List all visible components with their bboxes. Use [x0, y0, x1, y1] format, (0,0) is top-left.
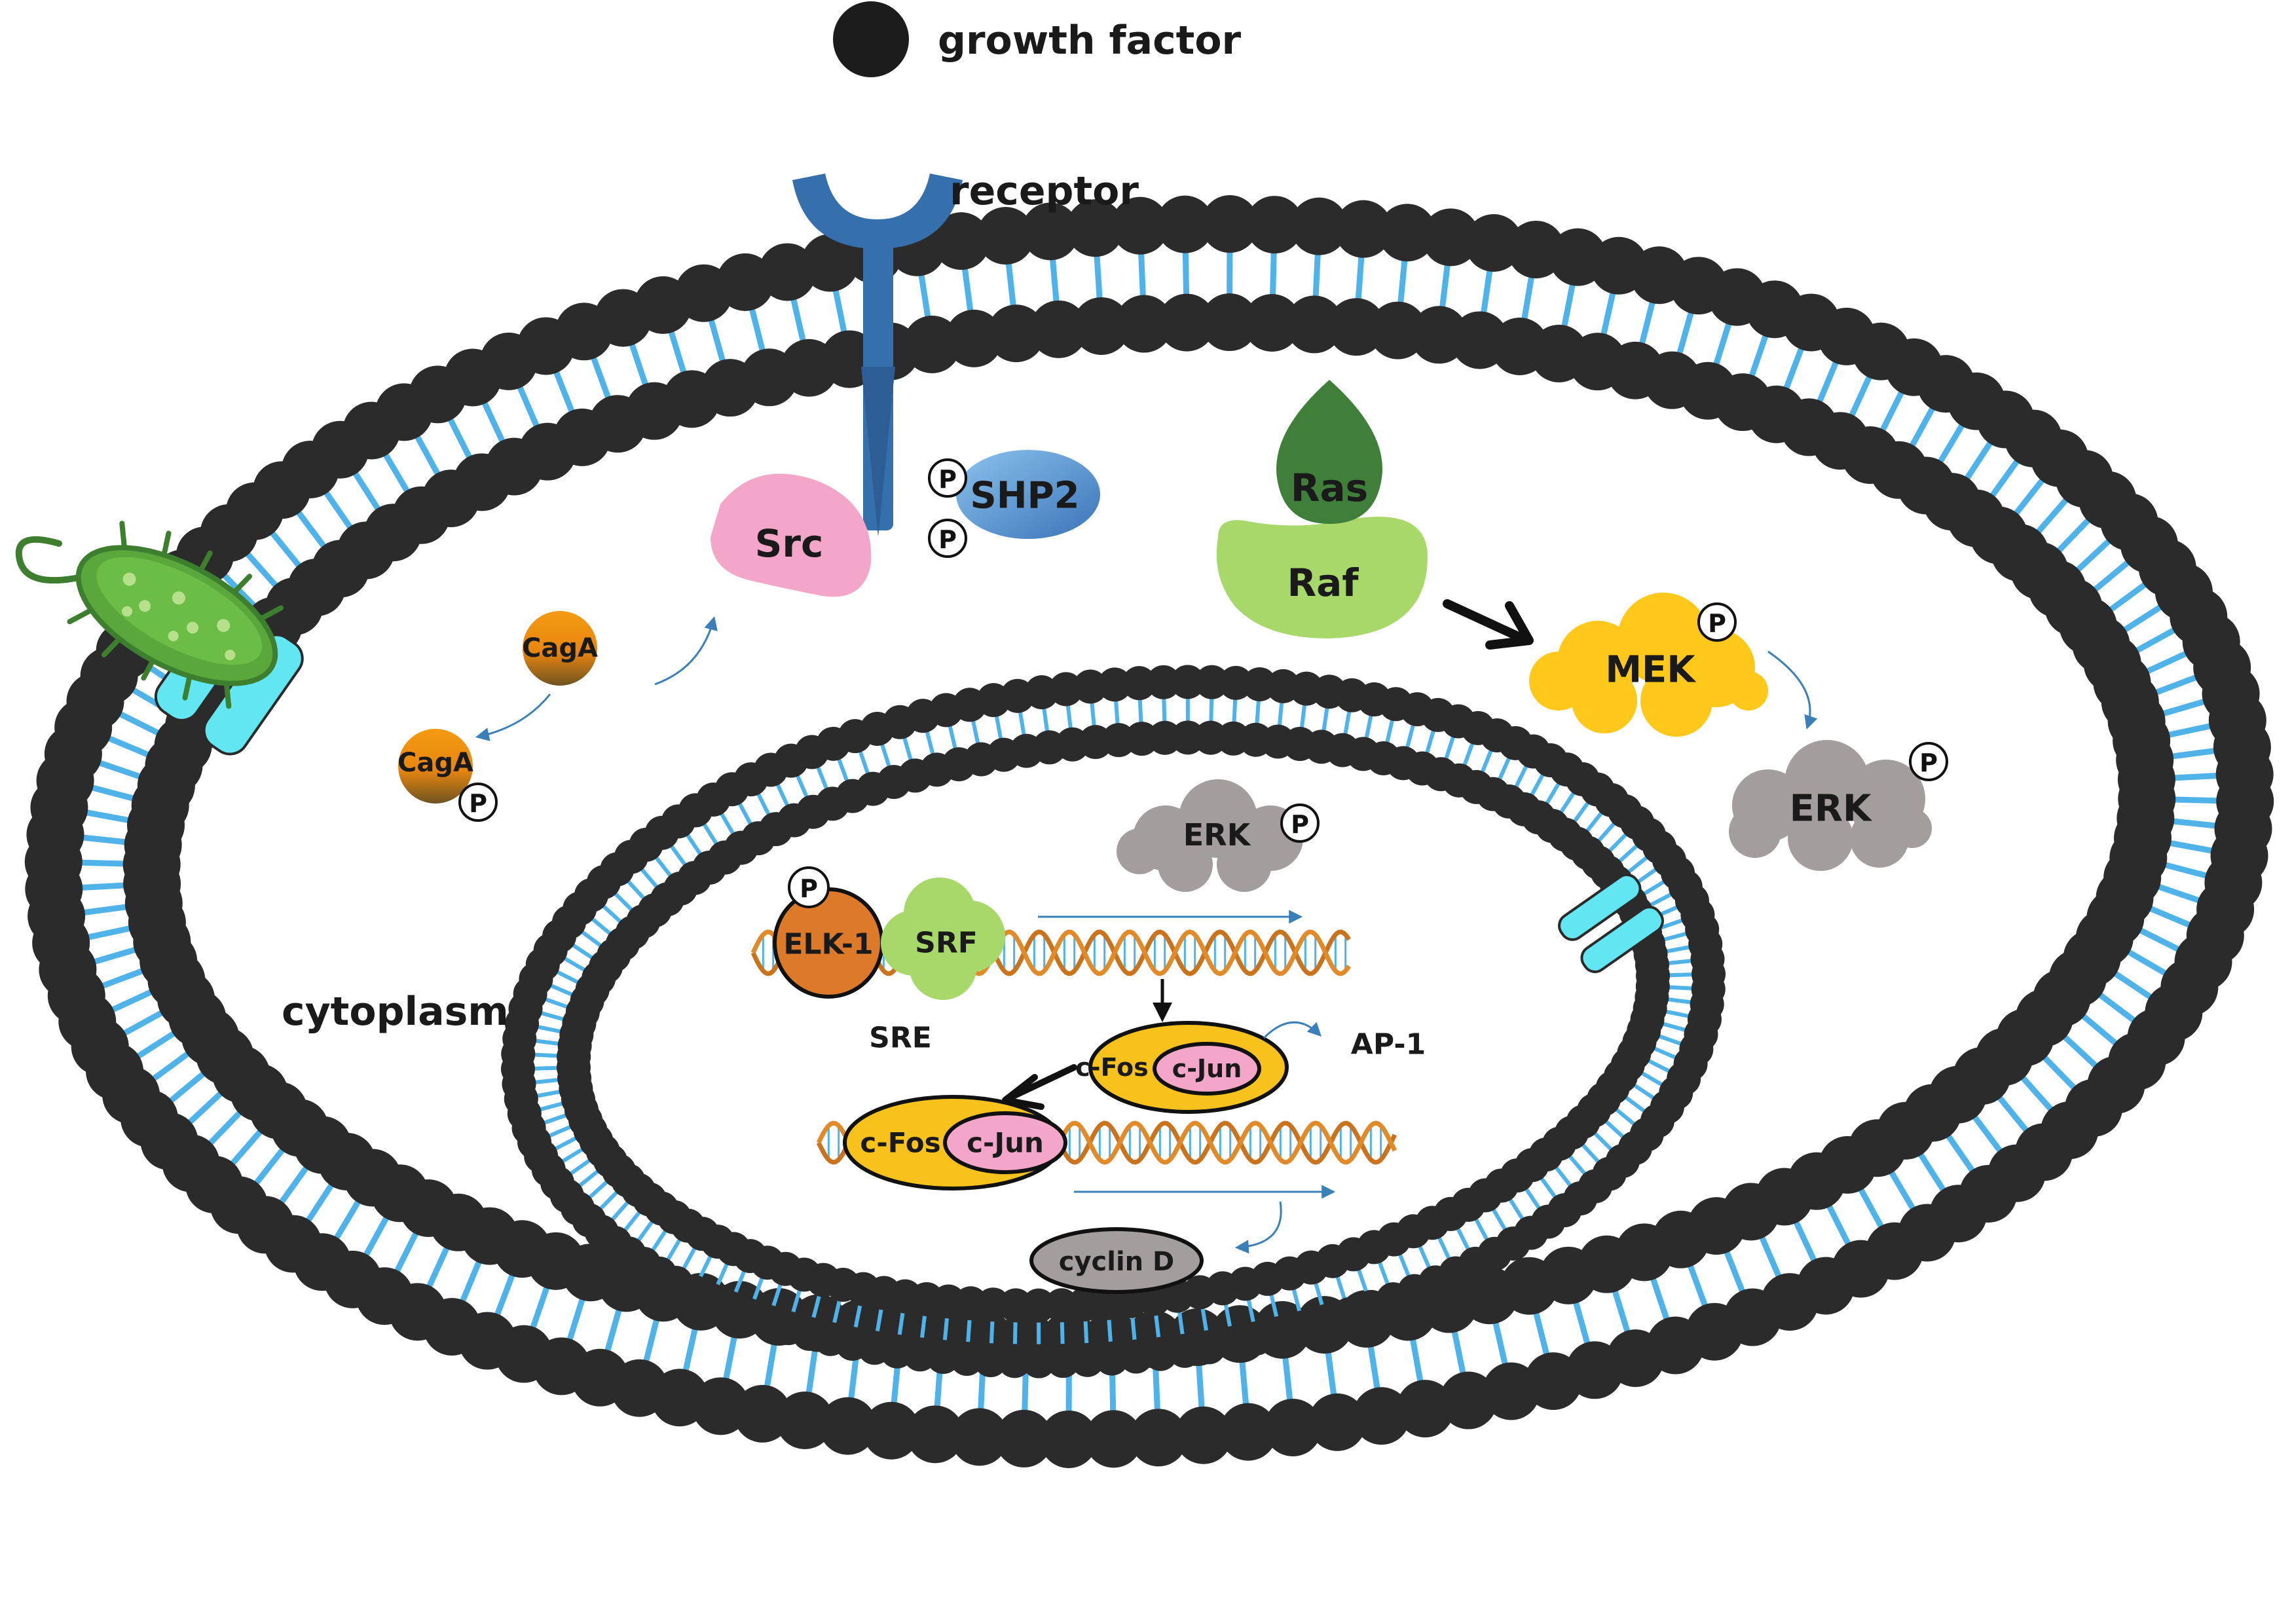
ap1-label: AP-1: [1351, 1028, 1426, 1061]
elk1-label: ELK-1: [783, 928, 873, 961]
growth-factor-dot: [833, 1, 909, 77]
cjun-upper-label: c-Jun: [1172, 1054, 1242, 1083]
svg-text:P: P: [469, 789, 487, 818]
raf-label: Raf: [1287, 561, 1359, 605]
svg-text:P: P: [800, 874, 818, 903]
phospho-marker: P: [1699, 604, 1735, 640]
svg-text:P: P: [1708, 609, 1726, 638]
cytoplasm-label: cytoplasm: [282, 989, 509, 1035]
phospho-marker: P: [929, 520, 966, 557]
ap1-binding-arrow: [1012, 1067, 1074, 1097]
caga-to-src-arrow: [655, 619, 714, 684]
phospho-marker: P: [1282, 805, 1318, 841]
svg-text:P: P: [1919, 748, 1938, 777]
sre-label: SRE: [869, 1022, 932, 1055]
cyclin-d-arrow: [1238, 1202, 1281, 1247]
phospho-marker: P: [929, 460, 966, 496]
svg-text:P: P: [1291, 810, 1309, 839]
lipid-head: [2116, 731, 2173, 789]
svg-text:P: P: [938, 525, 957, 554]
growth-factor-label: growth factor: [938, 18, 1242, 64]
cfos-upper-label: c-Fos: [1075, 1053, 1148, 1082]
ras-label: Ras: [1291, 466, 1368, 510]
phospho-marker: P: [789, 868, 828, 907]
mek-to-erk-arrow: [1768, 652, 1810, 727]
erk-cytoplasm-label: ERK: [1790, 788, 1873, 830]
erk-nucleus-label: ERK: [1183, 817, 1252, 853]
mek-label: MEK: [1605, 649, 1697, 692]
srf-label: SRF: [915, 927, 978, 960]
lipid-head: [1688, 927, 1722, 961]
caga-upper-label: CagA: [522, 633, 598, 663]
receptor-label: receptor: [950, 168, 1139, 214]
cjun-lower-label: c-Jun: [967, 1127, 1044, 1159]
svg-text:P: P: [938, 465, 957, 494]
cfos-lower-label: c-Fos: [860, 1127, 940, 1159]
ap1-arrow: [1264, 1022, 1320, 1038]
phospho-marker: P: [460, 784, 496, 821]
src-label: Src: [755, 521, 824, 566]
phospho-marker: P: [1910, 743, 1947, 780]
shp2-label: SHP2: [970, 475, 1079, 517]
cyclin-d-label: cyclin D: [1059, 1247, 1175, 1277]
caga-phosphorylation-arrow: [478, 694, 550, 737]
caga-lower-label: CagA: [397, 748, 473, 778]
lipid-head: [2213, 718, 2271, 776]
